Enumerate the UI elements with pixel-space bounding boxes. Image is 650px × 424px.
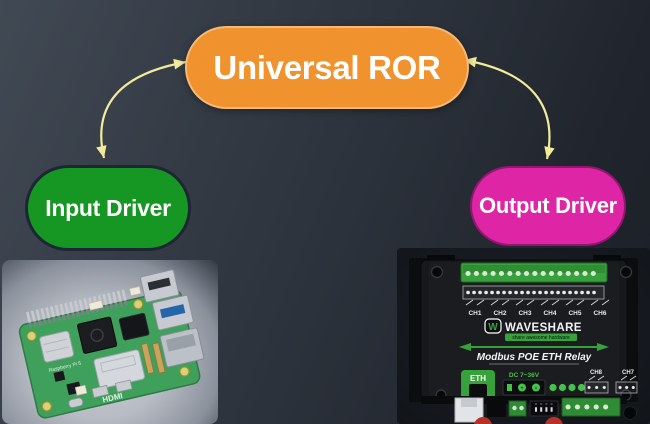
svg-text:CH2: CH2 <box>493 310 506 317</box>
waveshare-logo-icon <box>484 318 502 334</box>
svg-text:CH7: CH7 <box>622 370 635 376</box>
relay-channel-glyphs <box>465 299 610 306</box>
relay-module-illustration: CH1 CH2 CH3 CH4 CH5 CH6 W WAVESHARE shar… <box>409 255 638 424</box>
node-output-driver: Output Driver <box>470 166 626 246</box>
node-input-driver: Input Driver <box>25 165 191 251</box>
relay-tagline: share awesome hardware <box>512 335 570 341</box>
arrow-input-ror <box>96 58 187 159</box>
pi-gpio-pins-icon <box>26 288 129 323</box>
svg-text:CH1: CH1 <box>468 310 481 317</box>
pi-usbc-port <box>68 397 84 408</box>
relay-brand-text: WAVESHARE <box>505 322 582 334</box>
relay-channel-labels-bottom: CH8 CH7 <box>590 370 635 376</box>
relay-foot-right <box>545 417 563 424</box>
pi-dsi-connector <box>152 342 166 374</box>
waveshare-logo-letter: W <box>488 322 498 333</box>
green-divider-arrows-icon <box>459 343 609 351</box>
pi-csi-connector <box>140 342 155 375</box>
relay-channel-labels-top: CH1 CH2 CH3 CH4 CH5 CH6 <box>468 310 606 317</box>
pi-hdmi-silkscreen: HDMI <box>102 391 124 404</box>
relay-rj45-icon <box>469 384 487 398</box>
relay-module-photo: CH1 CH2 CH3 CH4 CH5 CH6 W WAVESHARE shar… <box>397 248 650 424</box>
relay-led-indicators <box>549 383 586 392</box>
svg-text:+: + <box>520 386 524 392</box>
relay-product-name: Modbus POE ETH Relay <box>477 352 592 363</box>
pi-micro-hdmi-0 <box>91 384 110 399</box>
node-input-driver-label: Input Driver <box>45 194 171 221</box>
relay-bottom-terminal-strip <box>561 397 621 417</box>
raspberry-pi-illustration: Raspberry Pi 5 HDMI <box>18 269 205 419</box>
pi-ram-chip <box>118 312 150 341</box>
node-output-driver-label: Output Driver <box>479 193 617 218</box>
svg-text:CH5: CH5 <box>568 310 581 317</box>
svg-text:-: - <box>535 385 538 392</box>
pi-mount-holes <box>26 299 190 412</box>
relay-dip-switch <box>529 400 559 417</box>
svg-text:CH4: CH4 <box>543 310 556 317</box>
svg-text:CH8: CH8 <box>590 370 603 376</box>
pi-soc-chip <box>77 316 118 354</box>
arrow-ror-output <box>463 56 555 160</box>
node-universal-ror: Universal ROR <box>185 26 469 109</box>
relay-foot-left <box>474 417 492 424</box>
svg-text:CH6: CH6 <box>593 310 606 317</box>
node-universal-ror-label: Universal ROR <box>213 48 441 86</box>
relay-bottom-terminal-2pin <box>508 400 527 417</box>
pi-micro-hdmi-1 <box>114 379 133 393</box>
pi-metal-can <box>39 330 75 363</box>
svg-text:CH3: CH3 <box>518 310 531 317</box>
relay-eth-label: ETH <box>470 374 486 383</box>
raspberry-pi-photo: Raspberry Pi 5 HDMI <box>2 260 218 424</box>
relay-power-label: DC 7~36V <box>509 372 540 379</box>
